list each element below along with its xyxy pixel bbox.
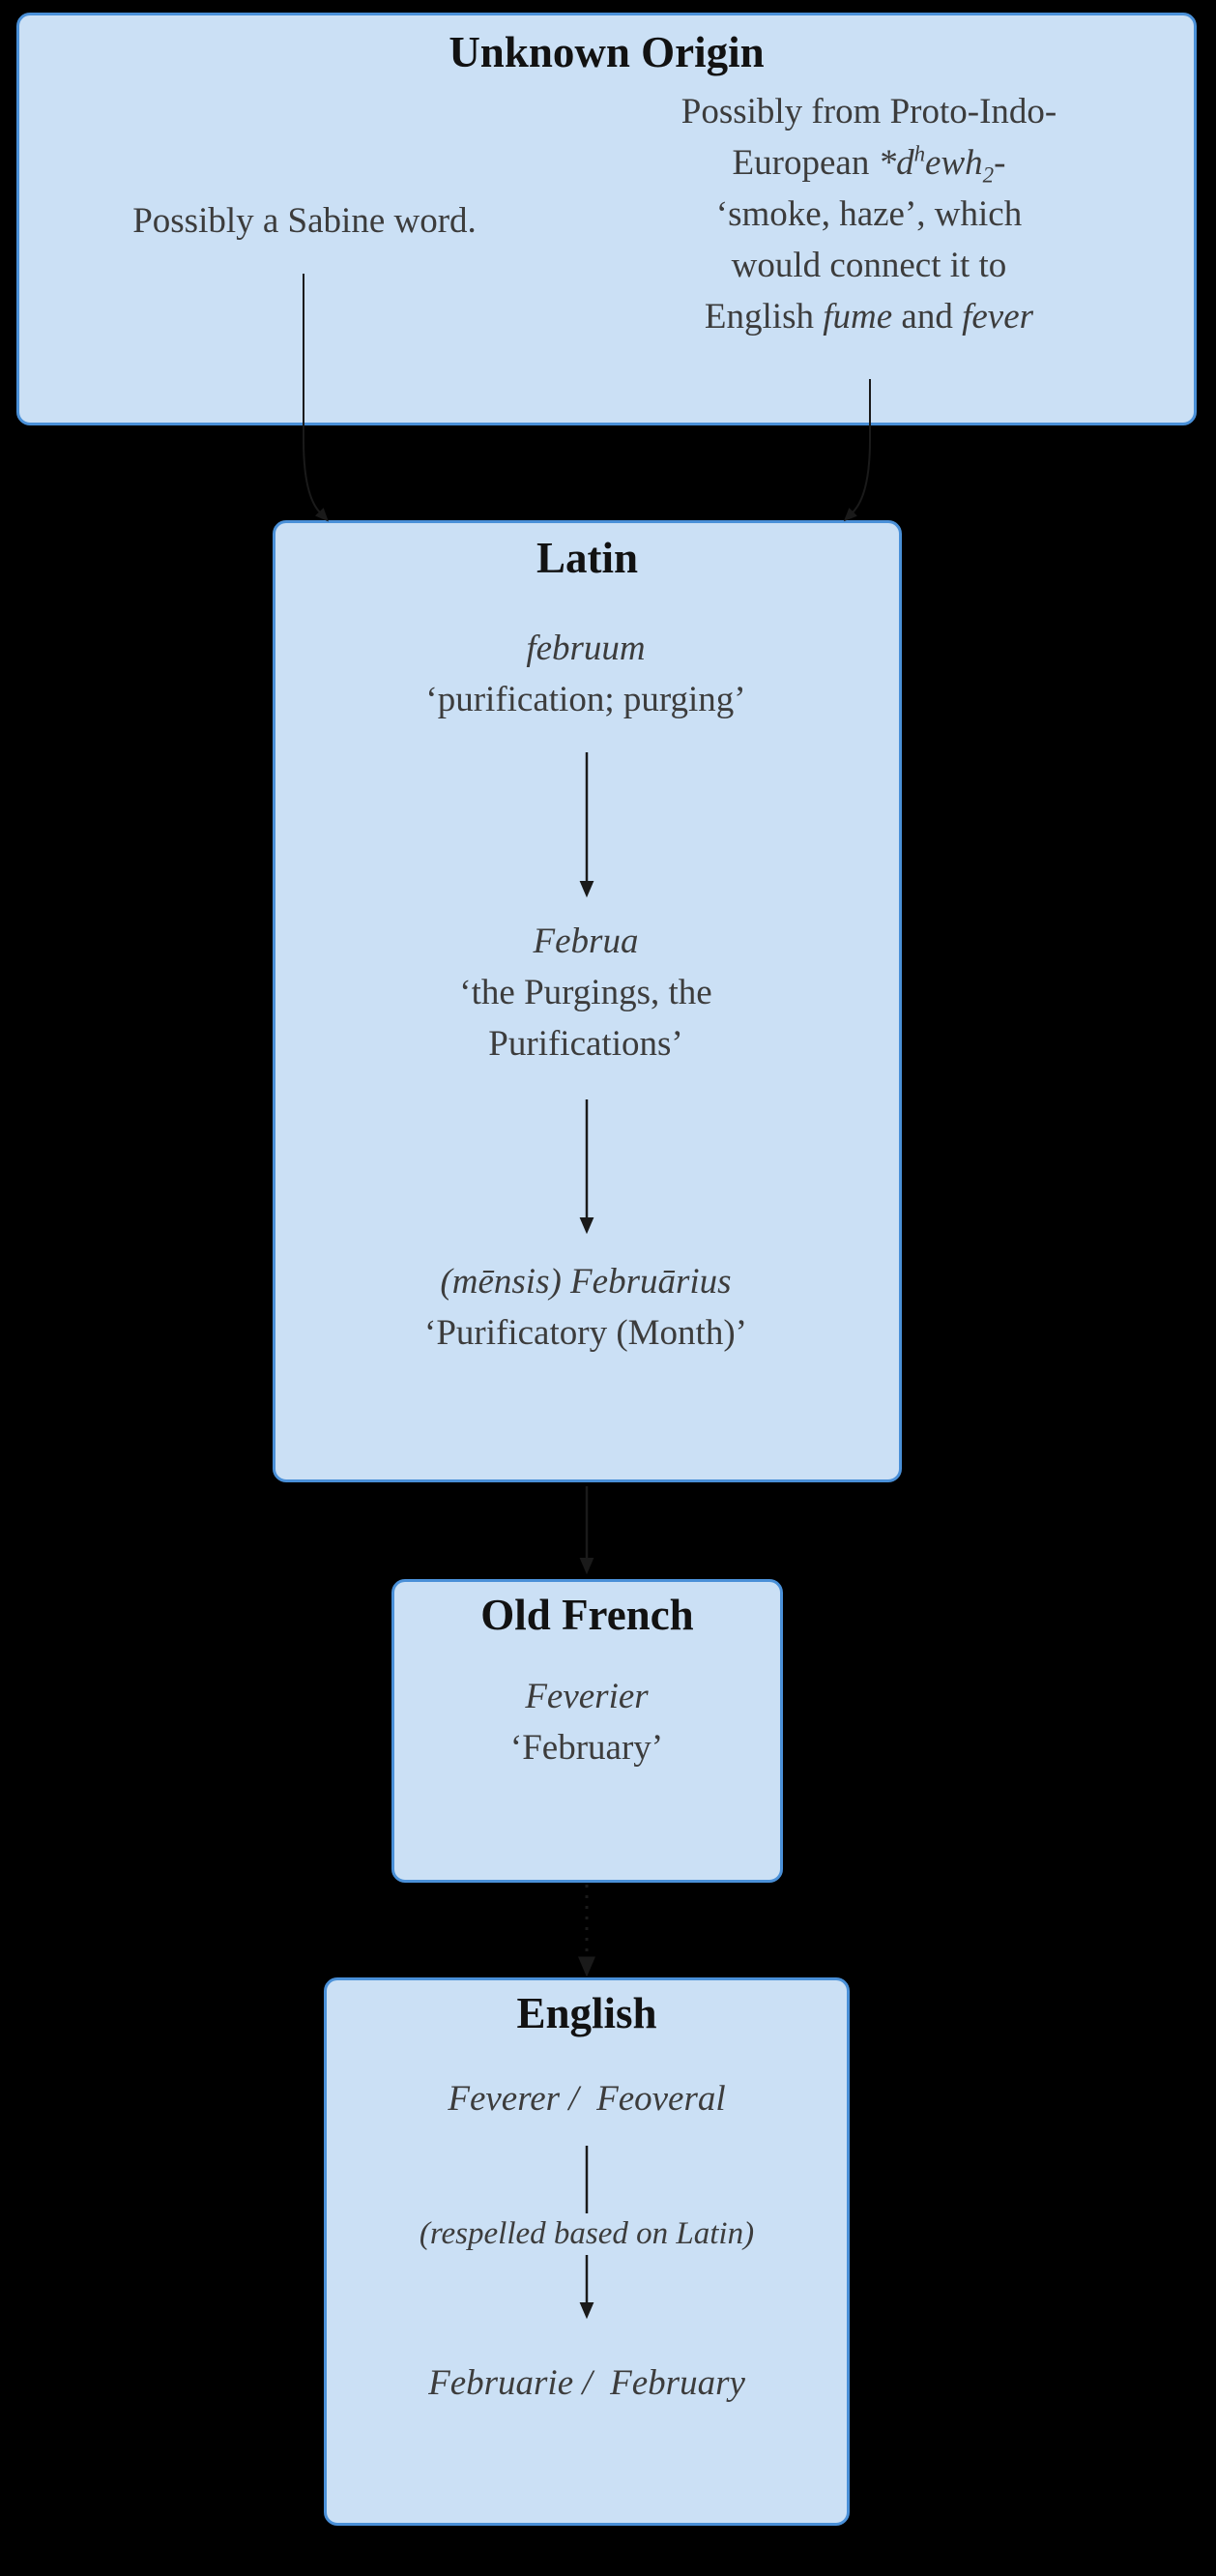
note-respelled: (respelled based on Latin) bbox=[419, 2216, 755, 2251]
node-unknown-origin: Unknown Origin Possibly a Sabine word. P… bbox=[16, 13, 1197, 425]
word-form-februum: februum‘purification; purging’ bbox=[425, 629, 746, 719]
word-form-feverier: Feverier‘February’ bbox=[509, 1677, 664, 1768]
node-old-french: Old French Feverier‘February’ bbox=[391, 1579, 783, 1883]
node-title: Latin bbox=[536, 534, 639, 582]
note-sabine-origin: Possibly a Sabine word. bbox=[132, 201, 477, 241]
word-form-februarius: (mēnsis) Februārius‘Purificatory (Month)… bbox=[424, 1262, 747, 1353]
node-title: English bbox=[516, 1989, 657, 2037]
word-form-februarie: Februarie / February bbox=[428, 2363, 745, 2403]
word-form-feverer: Feverer / Feoveral bbox=[448, 2079, 726, 2119]
node-english: English Feverer / Feoveral (respelled ba… bbox=[324, 1977, 850, 2526]
note-pie-origin: Possibly from Proto-Indo-European *dhewh… bbox=[680, 92, 1057, 337]
node-latin: Latin februum‘purification; purging’ Feb… bbox=[273, 520, 902, 1482]
node-title: Unknown Origin bbox=[449, 28, 765, 76]
node-title: Old French bbox=[480, 1591, 694, 1639]
